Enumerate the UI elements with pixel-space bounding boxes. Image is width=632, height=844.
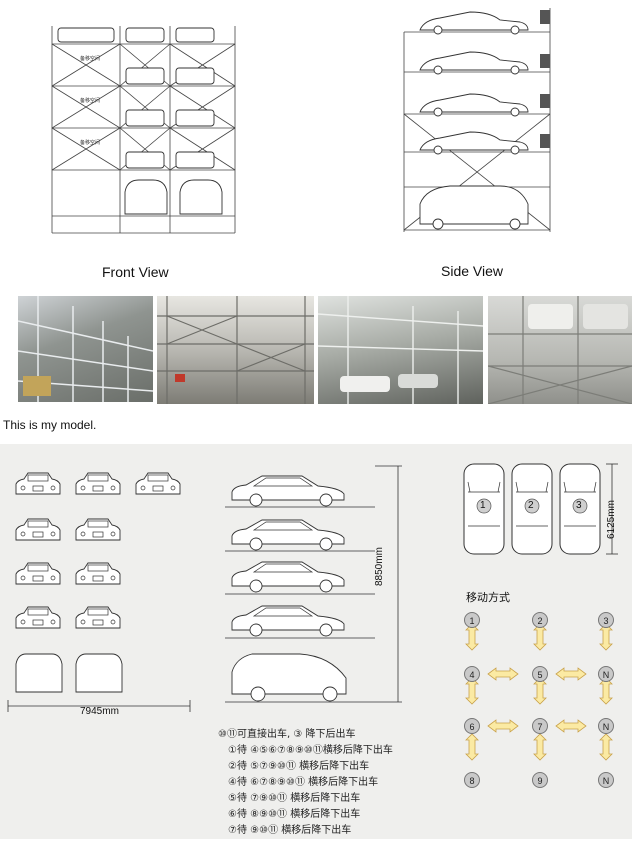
movement-node: 4 [464,666,480,682]
movement-node: 2 [532,612,548,628]
side-view-label: Side View [441,263,504,279]
parking-photo-2 [157,296,314,404]
plan-drawing [7,463,618,761]
movement-node: 9 [532,772,548,788]
movement-node: 1 [464,612,480,628]
movement-node: N [598,718,614,734]
legend-line: ④待 ⑥⑦⑧⑨⑩⑪ 横移后降下出车 [228,777,379,788]
note-text: This is my model. [3,418,97,432]
movement-node: 8 [464,772,480,788]
legend-line: ①待 ④⑤⑥⑦⑧⑨⑩⑪横移后降下出车 [228,745,393,756]
movement-node: N [598,666,614,682]
drawing-car-label: 备移空间 [80,139,100,146]
top-view-number: 1 [480,500,486,511]
movement-node: 3 [598,612,614,628]
legend-line: ⑤待 ⑦⑨⑩⑪ 横移后降下出车 [228,793,361,804]
top-view-number: 3 [576,500,582,511]
front-view-drawing: 备移空间 备移空间 备移空间 [51,26,236,234]
movement-node: 6 [464,718,480,734]
legend-line: ⑦待 ⑨⑩⑪ 横移后降下出车 [228,825,352,836]
width-dimension: 7945mm [80,706,119,717]
drawing-car-label: 备移空间 [80,55,100,62]
movement-node: N [598,772,614,788]
length-dimension: 6125mm [606,500,617,539]
legend-line: ⑩⑪可直接出车, ③ 降下后出车 [218,729,356,740]
top-view-number: 2 [528,500,534,511]
height-dimension: 8850mm [374,547,385,586]
drawing-car-label: 备移空间 [80,97,100,104]
legend-line: ②待 ⑤⑦⑨⑩⑪ 横移后降下出车 [228,761,370,772]
side-view-drawing [403,8,551,232]
movement-node: 5 [532,666,548,682]
parking-photo-3 [318,296,483,404]
front-view-label: Front View [102,264,169,280]
parking-photo-1 [18,296,153,402]
parking-photo-4 [488,296,632,404]
movement-node: 7 [532,718,548,734]
legend-line: ⑥待 ⑧⑨⑩⑪ 横移后降下出车 [228,809,361,820]
movement-title: 移动方式 [466,591,510,604]
